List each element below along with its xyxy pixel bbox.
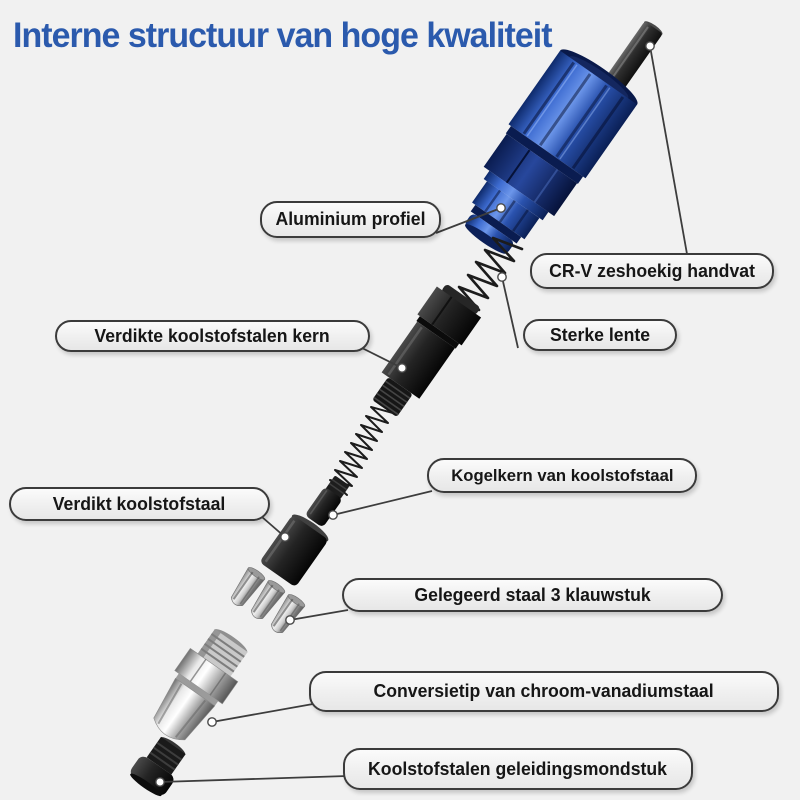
callout-label: Sterke lente [549,324,651,345]
leader-line [211,703,314,723]
leader-dot [497,272,507,282]
leader-dot [328,510,338,520]
ball-core-part [306,476,349,526]
threaded-core-part [373,285,482,416]
leader-dot [397,363,407,373]
claw-pieces-part [230,567,306,634]
callout-koolstofstalen-geleidingsmondstuk: Koolstofstalen geleidingsmondstuk [343,748,693,790]
callout-label: Koolstofstalen geleidingsmondstuk [368,758,668,779]
spring-large [448,236,524,324]
leader-line [435,207,502,234]
leader-dot [645,41,655,51]
callout-verdikt-koolstofstaal: Verdikt koolstofstaal [9,487,270,521]
callout-sterke-lente: Sterke lente [523,319,677,351]
thick-cylinder-part [261,514,329,586]
leader-dot [155,777,165,787]
leader-line [361,347,403,369]
callout-aluminium-profiel: Aluminium profiel [260,201,441,238]
leader-dot [496,203,506,213]
spring-small [329,406,394,496]
leader-line [332,490,433,516]
callout-verdikte-koolstofstalen-kern: Verdikte koolstofstalen kern [55,320,370,352]
callout-label: Gelegeerd staal 3 klauwstuk [414,584,651,605]
leader-line [159,775,348,783]
aluminium-body-part [465,49,638,254]
leader-line [501,276,519,349]
leader-line [289,609,349,621]
leader-dot [280,532,290,542]
callout-conversietip-chroom-vanadiumstaal: Conversietip van chroom-vanadiumstaal [309,671,779,712]
claw-piece [250,580,286,620]
callout-label: Verdikt koolstofstaal [53,493,226,514]
leader-dot [207,717,217,727]
leader-dots [155,41,655,787]
callout-gelegeerd-staal-3-klauwstuk: Gelegeerd staal 3 klauwstuk [342,578,723,612]
callout-kogelkern-van-koolstofstaal: Kogelkern van koolstofstaal [427,458,697,493]
claw-piece [230,567,266,607]
callout-label: Verdikte koolstofstalen kern [94,325,331,346]
callout-label: CR-V zeshoekig handvat [549,260,755,281]
guide-nozzle-part [130,736,186,797]
callout-label: Aluminium profiel [275,209,426,229]
leader-dot [285,615,295,625]
leader-line [261,516,286,538]
callout-label: Conversietip van chroom-vanadiumstaal [373,681,715,701]
leader-line [649,45,688,255]
chrome-tip-part [153,629,248,741]
callout-crv-zeshoekig-handvat: CR-V zeshoekig handvat [530,253,774,289]
callout-label: Kogelkern van koolstofstaal [450,465,674,485]
claw-piece [270,594,306,634]
page-title: Interne structuur van hoge kwaliteit [13,16,553,55]
leader-lines [159,45,688,783]
